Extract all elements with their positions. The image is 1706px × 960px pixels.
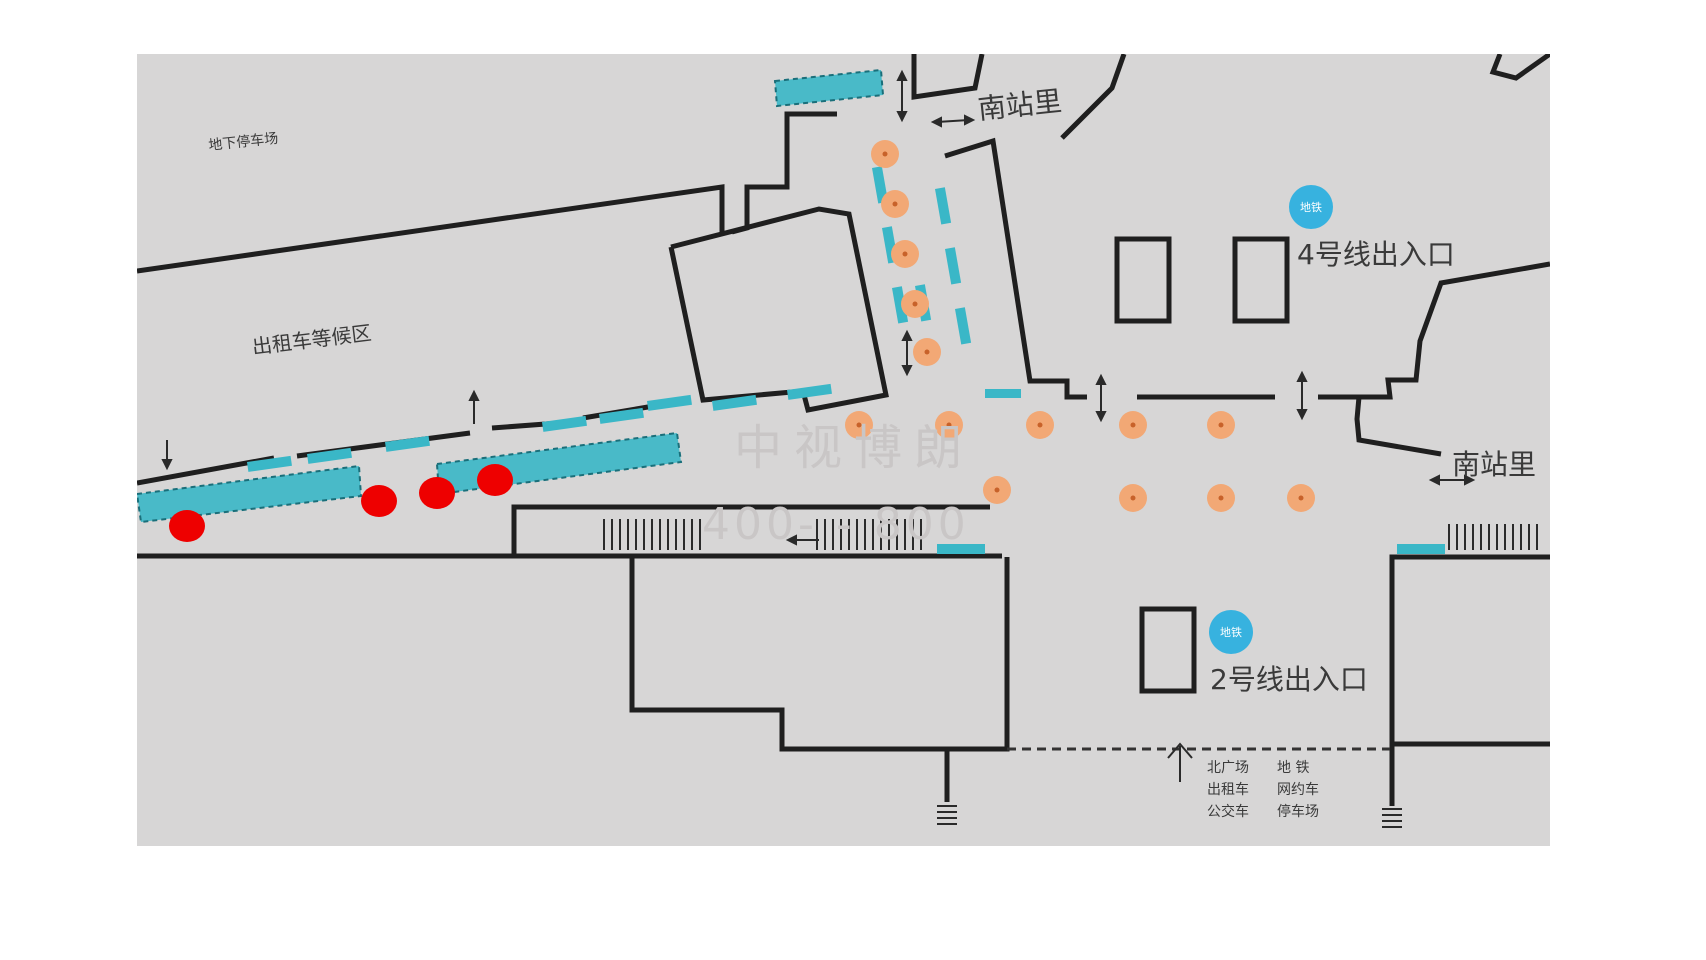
metro-badge-line4: 地铁 <box>1289 185 1333 229</box>
sign-taxi: 出租车 <box>1207 781 1249 798</box>
sign-metro: 地 铁 <box>1277 760 1309 776</box>
street-label-nanzhanli-right: 南站里 <box>1452 448 1536 481</box>
watermark-line1: 中视博朗 <box>734 420 974 476</box>
crosswalks <box>603 519 1538 828</box>
orange-marker-dots <box>856 151 1304 501</box>
street-label-nanzhanli-top: 南站里 <box>976 84 1063 126</box>
underground-parking-label: 地下停车场 <box>208 130 279 154</box>
cyan-lanes <box>137 70 1445 554</box>
station-map: 地铁 地铁 中视博朗 400- - 800 地下停车场 出租车等候区 南站里 南… <box>137 54 1550 846</box>
sign-north-square: 北广场 <box>1207 760 1249 776</box>
red-markers <box>169 464 513 542</box>
watermark-line2: 400- - 800 <box>702 499 970 550</box>
map-canvas: 地铁 地铁 中视博朗 400- - 800 地下停车场 出租车等候区 南站里 南… <box>137 54 1550 828</box>
direction-arrows <box>161 69 1476 782</box>
sign-parking: 停车场 <box>1277 803 1319 820</box>
red-marker <box>169 510 205 542</box>
line2-entrance-label: 2号线出入口 <box>1210 663 1368 696</box>
red-marker <box>419 477 455 509</box>
metro-badge-line2: 地铁 <box>1209 610 1253 654</box>
direction-sign: 北广场 地 铁 出租车 网约车 公交车 停车场 <box>1207 760 1319 820</box>
taxi-waiting-label: 出租车等候区 <box>251 321 373 359</box>
red-marker <box>477 464 513 496</box>
entrance-blocks <box>1114 236 1290 694</box>
red-marker <box>361 485 397 517</box>
metro-badge-text: 地铁 <box>1300 201 1322 214</box>
metro-badge-text: 地铁 <box>1220 626 1242 639</box>
line4-entrance-label: 4号线出入口 <box>1297 238 1455 271</box>
sign-ride-hailing: 网约车 <box>1277 781 1319 798</box>
sign-bus: 公交车 <box>1207 803 1249 820</box>
